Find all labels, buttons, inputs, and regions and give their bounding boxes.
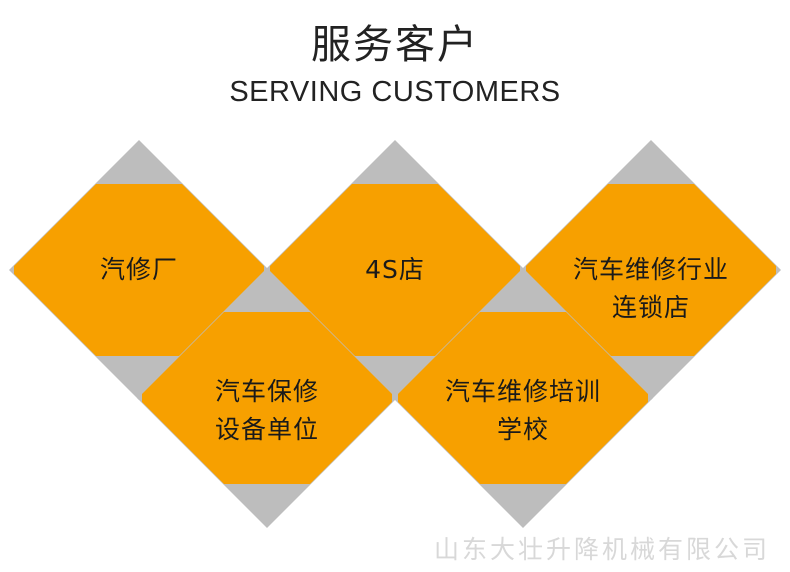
diamond-label-4s-store: 4S店 (285, 251, 505, 289)
diamond-tile-1-orange (14, 184, 264, 356)
diamond-label-training-school: 汽车维修培训 学校 (413, 373, 633, 449)
diamond-label-line: 设备单位 (214, 415, 319, 444)
diamond-label-equipment-unit: 汽车保修 设备单位 (157, 373, 377, 449)
diamond-label-line: 连锁店 (611, 293, 690, 322)
diamond-label-line: 学校 (496, 415, 549, 444)
diamond-tile-2-orange (270, 184, 520, 356)
diamond-tile-4 (137, 268, 397, 528)
diamond-label-line: 汽车维修培训 (444, 377, 601, 406)
diamond-label-line: 汽修厂 (99, 255, 178, 284)
diamond-label-repair-shop: 汽修厂 (29, 251, 249, 289)
diamond-label-line: 4S店 (365, 255, 425, 284)
diamond-label-line: 汽车维修行业 (572, 255, 729, 284)
diamond-tile-4-orange (142, 312, 392, 484)
diamond-tile-3-orange (526, 184, 776, 356)
diamond-tile-5-orange (398, 312, 648, 484)
diamond-label-line: 汽车保修 (214, 377, 319, 406)
page-subtitle: SERVING CUSTOMERS (229, 76, 561, 108)
diamond-label-chain-store: 汽车维修行业 连锁店 (541, 251, 761, 327)
page-title: 服务客户 (311, 22, 479, 68)
diamond-tile-5 (393, 268, 653, 528)
watermark: 山东大壮升降机械有限公司 (433, 535, 770, 564)
